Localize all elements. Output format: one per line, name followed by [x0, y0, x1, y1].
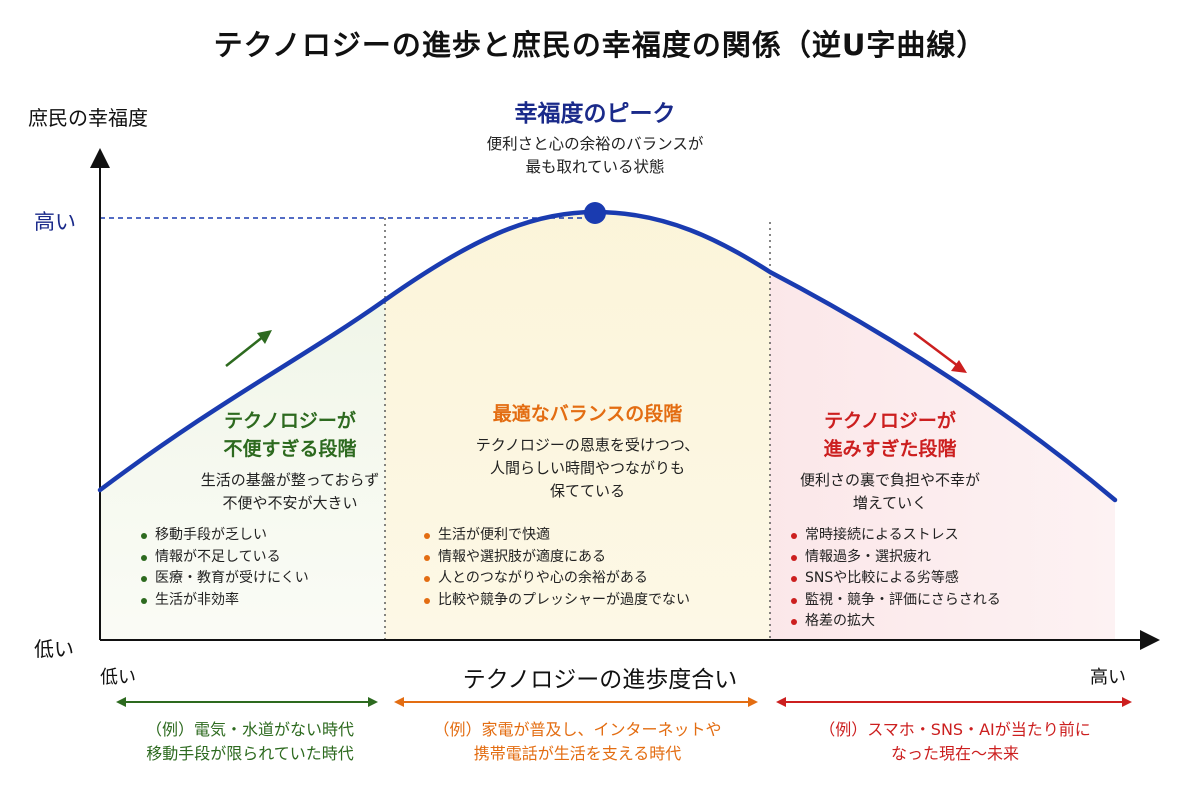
list-item: 生活が非効率	[140, 590, 309, 612]
list-item: 医療・教育が受けにくい	[140, 568, 309, 590]
middle-desc-line: 保てている	[549, 482, 625, 500]
middle-example-line: （例）家電が普及し、インターネットや	[433, 720, 722, 739]
right-example-line: なった現在〜未来	[890, 744, 1019, 763]
middle-desc-line: 人間らしい時間やつながりも	[489, 459, 685, 477]
list-item: 情報過多・選択疲れ	[790, 547, 1001, 569]
middle-zone-shade	[385, 212, 770, 640]
page-title: テクノロジーの進歩と庶民の幸福度の関係（逆U字曲線）	[213, 28, 987, 62]
rising-arrow-icon	[225, 330, 272, 367]
peak-description: 便利さと心の余裕のバランスが 最も取れている状態	[400, 133, 790, 179]
right-example-line: （例）スマホ・SNS・AIが当たり前に	[819, 720, 1091, 739]
middle-era-example: （例）家電が普及し、インターネットや 携帯電話が生活を支える時代	[395, 718, 760, 766]
left-desc-line: 不便や不安が大きい	[222, 494, 358, 512]
right-desc-line: 増えていく	[852, 494, 928, 512]
left-era-example: （例）電気・水道がない時代 移動手段が限られていた時代	[105, 718, 395, 766]
middle-section-desc: テクノロジーの恩恵を受けつつ、 人間らしい時間やつながりも 保てている	[405, 434, 770, 503]
range-arrow-left	[116, 697, 378, 707]
x-axis-label: テクノロジーの進歩度合い	[462, 667, 738, 693]
middle-desc-line: テクノロジーの恩恵を受けつつ、	[475, 436, 700, 454]
range-arrow-right	[776, 697, 1132, 707]
left-example-line: 移動手段が限られていた時代	[146, 744, 354, 763]
x-axis-low-label: 低い	[100, 667, 136, 688]
peak-desc-line: 最も取れている状態	[525, 158, 665, 176]
middle-example-line: 携帯電話が生活を支える時代	[473, 744, 682, 763]
range-arrow-middle	[394, 697, 758, 707]
left-example-line: （例）電気・水道がない時代	[145, 720, 354, 739]
y-axis-high-label: 高い	[34, 210, 76, 234]
falling-arrow-icon	[913, 332, 967, 373]
y-axis-label: 庶民の幸福度	[28, 106, 148, 130]
list-item: 移動手段が乏しい	[140, 525, 309, 547]
list-item: 格差の拡大	[790, 611, 1001, 633]
right-section-header: テクノロジーが 進みすぎた段階 便利さの裏で負担や不幸が 増えていく	[770, 407, 1010, 515]
left-bullet-list: 移動手段が乏しい 情報が不足している 医療・教育が受けにくい 生活が非効率	[140, 525, 309, 611]
right-title-line: テクノロジーが	[824, 410, 956, 432]
right-title-line: 進みすぎた段階	[823, 438, 957, 460]
right-era-example: （例）スマホ・SNS・AIが当たり前に なった現在〜未来	[780, 718, 1130, 766]
right-section-desc: 便利さの裏で負担や不幸が 増えていく	[770, 469, 1010, 515]
right-desc-line: 便利さの裏で負担や不幸が	[799, 471, 980, 489]
middle-section-header: 最適なバランスの段階 テクノロジーの恩恵を受けつつ、 人間らしい時間やつながりも…	[405, 400, 770, 503]
right-bullet-list: 常時接続によるストレス 情報過多・選択疲れ SNSや比較による劣等感 監視・競争…	[790, 525, 1001, 633]
peak-desc-line: 便利さと心の余裕のバランスが	[486, 135, 704, 153]
left-section-desc: 生活の基盤が整っておらず 不便や不安が大きい	[150, 469, 430, 515]
left-desc-line: 生活の基盤が整っておらず	[200, 471, 380, 489]
list-item: 人とのつながりや心の余裕がある	[423, 568, 690, 590]
list-item: 比較や競争のプレッシャーが過度でない	[423, 590, 690, 612]
list-item: 常時接続によるストレス	[790, 525, 1001, 547]
peak-marker	[584, 202, 606, 224]
list-item: 情報が不足している	[140, 547, 309, 569]
middle-section-title: 最適なバランスの段階	[492, 403, 683, 425]
x-axis-high-label: 高い	[1090, 667, 1126, 688]
list-item: SNSや比較による劣等感	[790, 568, 1001, 590]
list-item: 情報や選択肢が適度にある	[423, 547, 690, 569]
left-section-header: テクノロジーが 不便すぎる段階 生活の基盤が整っておらず 不便や不安が大きい	[150, 407, 430, 515]
list-item: 生活が便利で快適	[423, 525, 690, 547]
left-section-title: テクノロジーが 不便すぎる段階	[150, 407, 430, 463]
left-title-line: テクノロジーが	[224, 410, 356, 432]
list-item: 監視・競争・評価にさらされる	[790, 590, 1001, 612]
peak-title: 幸福度のピーク	[514, 101, 676, 127]
right-section-title: テクノロジーが 進みすぎた段階	[770, 407, 1010, 463]
y-axis-low-label: 低い	[34, 637, 74, 661]
left-title-line: 不便すぎる段階	[223, 438, 357, 460]
middle-bullet-list: 生活が便利で快適 情報や選択肢が適度にある 人とのつながりや心の余裕がある 比較…	[423, 525, 690, 611]
